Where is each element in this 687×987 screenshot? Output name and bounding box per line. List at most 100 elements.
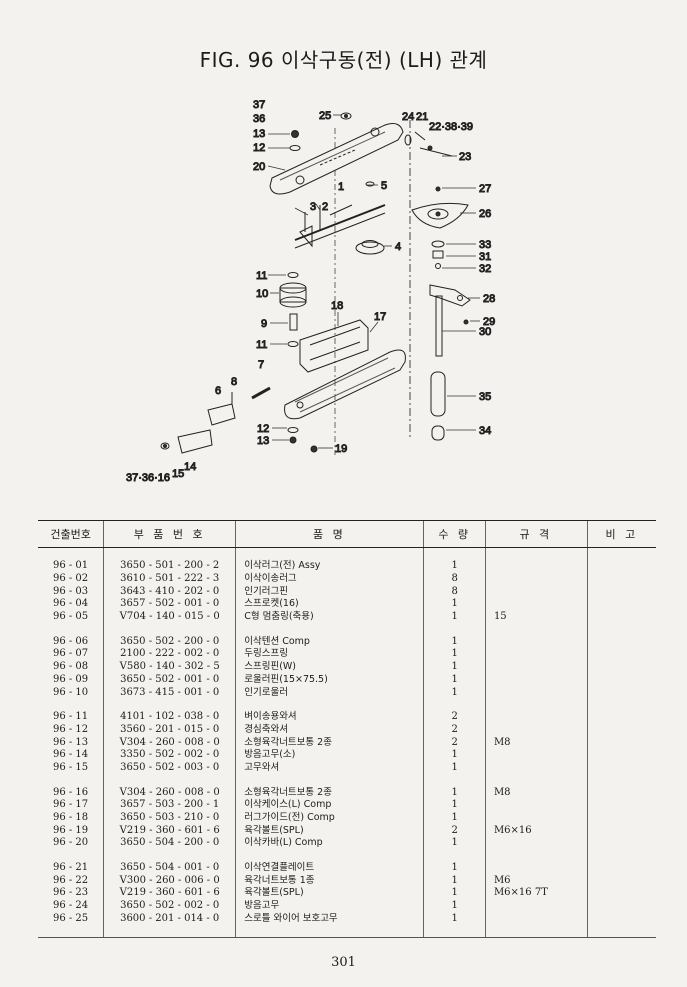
callout-35: 35: [479, 391, 491, 403]
spacer-cell: [423, 623, 486, 636]
cell-spec: [484, 673, 588, 687]
cell-spec: [484, 723, 588, 737]
cell-part-no: 3560 - 201 - 015 - 0: [103, 723, 236, 737]
cell-part-no: 3657 - 502 - 001 - 0: [103, 598, 236, 611]
spacer-cell: [484, 925, 588, 939]
spacer-cell: [484, 623, 588, 636]
callout-27: 27: [479, 183, 491, 195]
cell-remark: [586, 748, 656, 762]
cell-qty: 1: [423, 673, 486, 687]
cell-no: 96 - 25: [52, 912, 89, 924]
callout-15: 15: [172, 468, 184, 480]
callout-36: 36: [253, 113, 265, 125]
cell-qty: 1: [423, 786, 486, 799]
cell-spec: [484, 799, 588, 812]
callout-4: 4: [395, 241, 401, 253]
spacer-cell: [103, 698, 236, 711]
spacer-row: [38, 925, 656, 939]
spacer-cell: [103, 547, 236, 560]
callout-14: 14: [184, 461, 196, 473]
cell-remark: [586, 560, 656, 573]
cell-no: 96 - 23: [52, 887, 89, 899]
spacer-cell: [38, 623, 104, 635]
cell-part-no: 3650 - 502 - 200 - 0: [103, 635, 236, 649]
cell-remark: [586, 874, 656, 888]
cell-no: 96 - 04: [52, 598, 89, 610]
callout-28: 28: [483, 293, 495, 305]
cell-spec: [484, 899, 588, 913]
cell-name: 벼이송용와셔: [235, 710, 424, 724]
cell-spec: [484, 560, 588, 573]
callout-34: 34: [479, 425, 491, 437]
cell-qty: 2: [423, 824, 486, 838]
cell-no: 96 - 06: [52, 635, 89, 647]
cell-no: 96 - 22: [52, 874, 89, 886]
cell-qty: 1: [423, 686, 486, 699]
cell-part-no: V704 - 140 - 015 - 0: [103, 610, 236, 624]
header-spec: 규 격: [484, 520, 588, 548]
cell-spec: [484, 686, 588, 699]
callout-32: 32: [479, 263, 491, 275]
cell-name: 두링스프링: [235, 648, 424, 661]
cell-part-no: 3650 - 503 - 210 - 0: [103, 811, 236, 825]
spacer-cell: [235, 774, 424, 787]
cell-spec: [484, 585, 588, 599]
cell-name: 육각볼트(SPL): [235, 887, 424, 900]
cell-remark: [586, 585, 656, 599]
cell-remark: [586, 837, 656, 850]
cell-name: 경심축와셔: [235, 723, 424, 737]
cell-part-no: 2100 - 222 - 002 - 0: [103, 648, 236, 661]
callout-20: 20: [253, 161, 265, 173]
cell-part-no: 3650 - 501 - 200 - 2: [103, 560, 236, 573]
cell-no: 96 - 24: [52, 900, 89, 912]
callout-9: 9: [261, 318, 267, 330]
callout-18: 18: [331, 300, 343, 312]
cell-remark: [586, 610, 656, 624]
spacer-cell: [103, 849, 236, 862]
spacer-row: [38, 623, 656, 636]
callout-13: 13: [253, 128, 265, 140]
spacer-row: [38, 774, 656, 787]
callout-10: 10: [256, 288, 268, 300]
header-qty: 수 량: [423, 520, 486, 548]
spacer-cell: [484, 849, 588, 862]
cell-qty: 1: [423, 861, 486, 875]
cell-no: 96 - 08: [52, 661, 89, 673]
cell-remark: [586, 811, 656, 825]
spacer-row: [38, 547, 656, 560]
spacer-cell: [423, 774, 486, 787]
cell-qty: 8: [423, 572, 486, 586]
cell-spec: [484, 635, 588, 649]
spacer-cell: [103, 774, 236, 787]
callout-30: 30: [479, 326, 491, 338]
callout-29: 29: [483, 316, 495, 328]
callout-17: 17: [374, 311, 386, 323]
spacer-cell: [103, 623, 236, 636]
cell-spec: [484, 748, 588, 762]
cell-part-no: 3657 - 503 - 200 - 1: [103, 799, 236, 812]
cell-no: 96 - 13: [52, 736, 89, 748]
spacer-cell: [484, 547, 588, 560]
cell-qty: 1: [423, 610, 486, 624]
cell-remark: [586, 824, 656, 838]
cell-no: 96 - 10: [52, 686, 89, 698]
cell-spec: [484, 761, 588, 775]
cell-qty: 1: [423, 887, 486, 900]
cell-no: 96 - 01: [52, 560, 89, 572]
cell-name: C형 멈춤링(축용): [235, 610, 424, 624]
cell-no: 96 - 12: [52, 723, 89, 735]
cell-no: 96 - 09: [52, 673, 89, 685]
callout-8: 8: [231, 376, 237, 388]
spacer-cell: [235, 547, 424, 560]
cell-no: 96 - 19: [52, 824, 89, 836]
